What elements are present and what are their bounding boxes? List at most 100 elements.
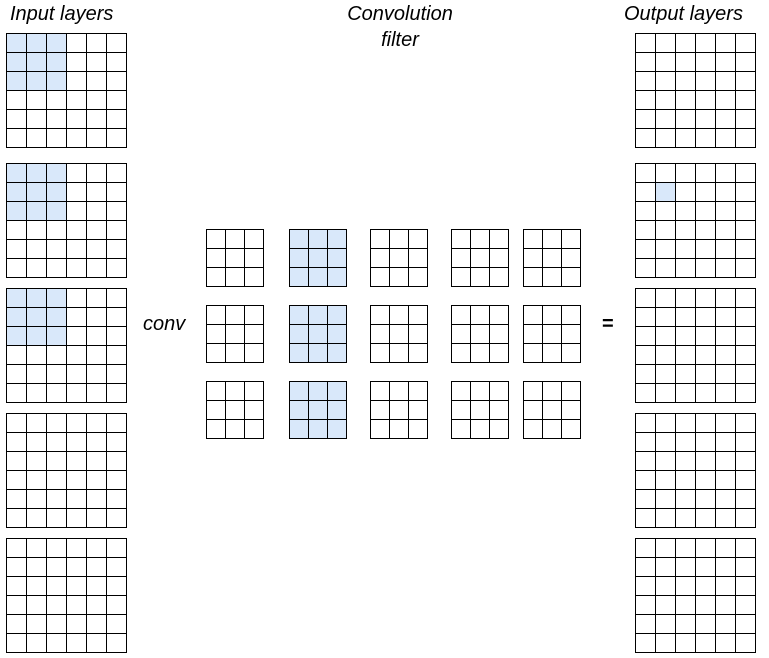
kernel-r3-c3[interactable] [370,381,428,439]
grid-cell [107,346,126,364]
grid-cell [87,539,106,557]
grid-cell [716,596,735,614]
grid-cell [676,183,695,201]
grid-cell [636,490,655,508]
grid-cell [107,34,126,52]
grid-cell [27,240,46,258]
grid-cell-highlighted [328,306,346,324]
input-layer-2[interactable] [6,163,127,278]
kernel-r2-c3[interactable] [370,305,428,363]
grid-cell [27,414,46,432]
grid-cell [47,558,66,576]
grid-cell [107,308,126,326]
kernel-r3-c2[interactable] [289,381,347,439]
grid-cell-highlighted [7,289,26,307]
grid-cell-highlighted [309,268,327,286]
grid-cell [716,240,735,258]
grid-cell [696,509,715,527]
grid-cell [562,249,580,267]
input-layer-3[interactable] [6,288,127,403]
grid-cell [490,230,508,248]
grid-cell-highlighted [47,183,66,201]
grid-cell [226,382,244,400]
output-layer-4[interactable] [635,413,756,528]
grid-cell-highlighted [328,344,346,362]
grid-cell [7,365,26,383]
grid-cell [47,221,66,239]
grid-cell [736,259,755,277]
grid-cell [676,346,695,364]
grid-cell [656,164,675,182]
output-layer-1[interactable] [635,33,756,148]
kernel-r1-c5[interactable] [523,229,581,287]
grid-cell [716,129,735,147]
grid-cell [736,596,755,614]
grid-cell [207,344,225,362]
grid-cell [245,230,263,248]
grid-cell [7,558,26,576]
grid-cell-highlighted [27,53,46,71]
grid-cell [226,325,244,343]
grid-cell [7,509,26,527]
kernel-r2-c5[interactable] [523,305,581,363]
grid-cell [452,249,470,267]
grid-cell [656,221,675,239]
output-layer-5[interactable] [635,538,756,653]
output-layer-2[interactable] [635,163,756,278]
grid-cell [543,401,561,419]
kernel-r1-c1[interactable] [206,229,264,287]
grid-cell [87,259,106,277]
grid-cell [87,558,106,576]
grid-cell [716,53,735,71]
grid-cell [736,308,755,326]
grid-cell [676,72,695,90]
grid-cell-highlighted [328,249,346,267]
grid-cell [676,509,695,527]
input-layer-1[interactable] [6,33,127,148]
grid-cell [7,577,26,595]
grid-cell [226,268,244,286]
grid-cell [390,420,408,438]
grid-cell [490,306,508,324]
grid-cell [27,596,46,614]
kernel-r1-c2[interactable] [289,229,347,287]
kernel-r1-c4[interactable] [451,229,509,287]
grid-cell [7,384,26,402]
kernel-r2-c1[interactable] [206,305,264,363]
grid-cell [87,490,106,508]
grid-cell-highlighted [7,34,26,52]
grid-cell [67,384,86,402]
grid-cell [390,344,408,362]
kernel-r3-c5[interactable] [523,381,581,439]
grid-cell [676,110,695,128]
kernel-r2-c4[interactable] [451,305,509,363]
kernel-r1-c3[interactable] [370,229,428,287]
input-layer-4[interactable] [6,413,127,528]
grid-cell [736,53,755,71]
input-layer-5[interactable] [6,538,127,653]
grid-cell [452,230,470,248]
grid-cell [452,382,470,400]
grid-cell [716,384,735,402]
grid-cell [27,221,46,239]
grid-cell [490,382,508,400]
output-layer-3[interactable] [635,288,756,403]
grid-cell [371,306,389,324]
grid-cell [562,268,580,286]
grid-cell [636,240,655,258]
grid-cell [716,634,735,652]
grid-cell [543,306,561,324]
kernel-r3-c1[interactable] [206,381,264,439]
kernel-r3-c4[interactable] [451,381,509,439]
grid-cell [207,230,225,248]
grid-cell [67,414,86,432]
grid-cell [207,306,225,324]
grid-cell [716,221,735,239]
grid-cell [543,344,561,362]
grid-cell [696,490,715,508]
grid-cell [107,110,126,128]
grid-cell [87,129,106,147]
kernel-r2-c2[interactable] [289,305,347,363]
grid-cell [636,433,655,451]
